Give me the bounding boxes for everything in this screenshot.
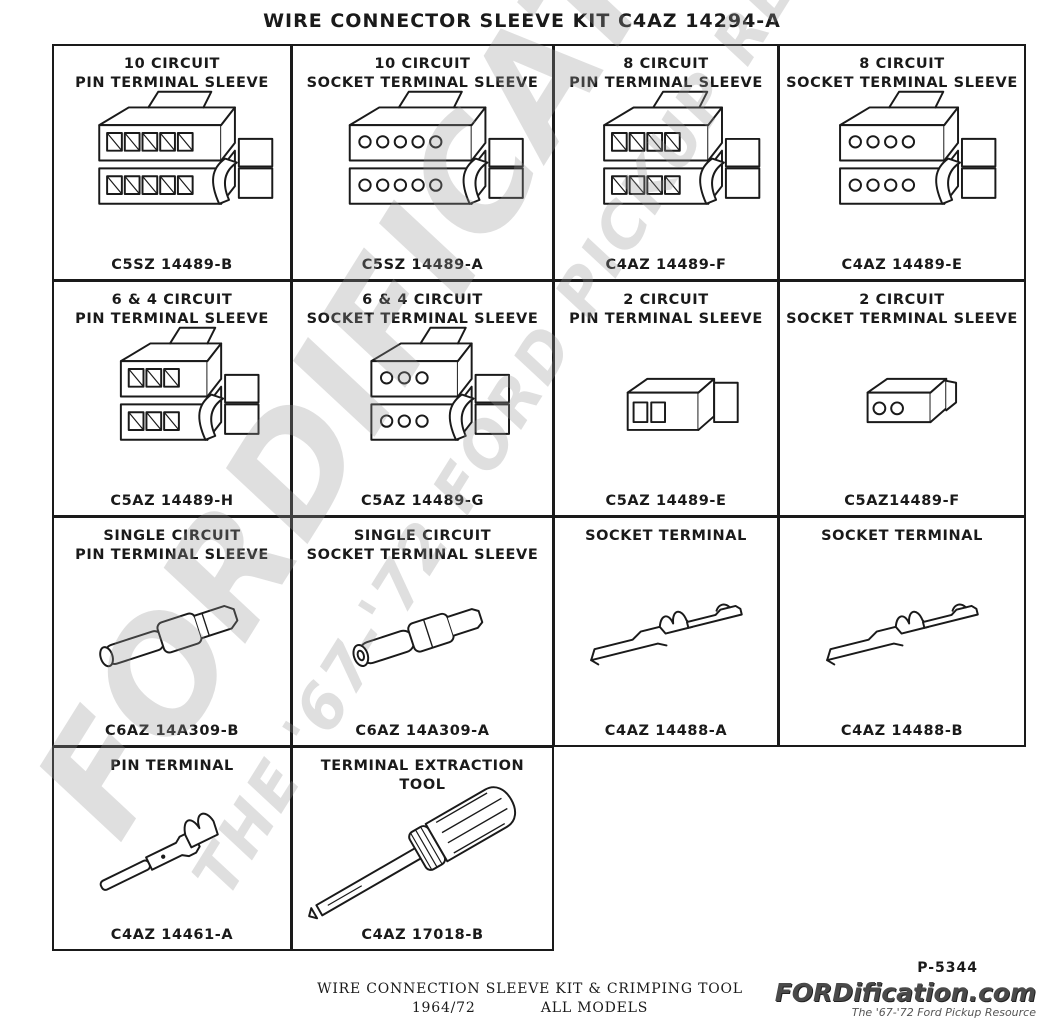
part-label: 2 CIRCUIT SOCKET TERMINAL SLEEVE [786,292,1018,327]
connector-drawing [603,90,761,205]
part-label: 10 CIRCUIT PIN TERMINAL SLEEVE [75,56,269,91]
part-number: C5AZ14489-F [844,493,960,509]
part-number: C5AZ 14489-E [605,493,727,509]
part-number: C4AZ 17018-B [361,927,484,943]
part-label: 6 & 4 CIRCUIT PIN TERMINAL SLEEVE [75,292,269,327]
connector-10-pin-icon [98,90,274,205]
part-cell: SINGLE CIRCUIT PIN TERMINAL SLEEVE C6AZ 1… [52,516,292,747]
tool-drawing [308,786,517,920]
pin-terminal-icon [99,812,219,891]
extraction-tool-icon [308,786,517,920]
connector-8-socket-icon [839,90,997,205]
connector-10-socket-icon [348,90,524,205]
part-cell: TERMINAL EXTRACTION TOOL C4AZ 17018-B [291,746,554,951]
brand-tagline: The '67-'72 Ford Pickup Resource [851,1006,1036,1019]
brand-name: FORDification.com [774,978,1036,1007]
part-number: C4AZ 14488-B [840,723,964,739]
part-cell: PIN TERMINAL C4AZ 14461-A [52,746,292,951]
part-cell: 8 CIRCUIT PIN TERMINAL SLEEVE C4AZ 14489-… [553,44,779,281]
figure-caption: WIRE CONNECTION SLEEVE KIT & CRIMPING TO… [280,980,780,1018]
diagram-title: WIRE CONNECTOR SLEEVE KIT C4AZ 14294-A [263,10,781,32]
part-cell: SOCKET TERMINAL C4AZ 14488-A [553,516,779,747]
sleeve-drawing [99,605,239,668]
part-label: SINGLE CIRCUIT PIN TERMINAL SLEEVE [75,528,269,563]
part-label: PIN TERMINAL [110,758,234,774]
part-cell: 2 CIRCUIT PIN TERMINAL SLEEVE C5AZ 14489-… [553,280,779,517]
connector-drawing [370,326,510,441]
part-number: C5AZ 14489-G [360,493,485,509]
connector-drawing [98,90,274,205]
part-label: 2 CIRCUIT PIN TERMINAL SLEEVE [569,292,763,327]
brand-logo[interactable]: FORDification.com The '67-'72 Ford Picku… [774,978,1036,1020]
connector-6-4-socket-icon [370,326,510,441]
connector-2-pin-icon [626,377,739,431]
part-cell: 10 CIRCUIT SOCKET TERMINAL SLEEVE C5SZ 14… [291,44,554,281]
connector-drawing [626,377,739,431]
part-number: C4AZ 14489-E [841,257,963,273]
part-cell: 6 & 4 CIRCUIT PIN TERMINAL SLEEVE C5AZ 14… [52,280,292,517]
part-number: C4AZ 14488-A [604,723,728,739]
terminal-drawing [99,812,219,891]
part-number: C4AZ 14461-A [110,927,234,943]
part-label: SINGLE CIRCUIT SOCKET TERMINAL SLEEVE [306,528,539,563]
terminal-drawing [826,603,979,666]
connector-drawing [866,377,958,424]
part-label: 8 CIRCUIT SOCKET TERMINAL SLEEVE [786,56,1018,91]
part-label: 6 & 4 CIRCUIT SOCKET TERMINAL SLEEVE [306,292,539,327]
connector-drawing [348,90,524,205]
part-label: 8 CIRCUIT PIN TERMINAL SLEEVE [569,56,763,91]
caption-years: 1964/72 [411,1000,476,1016]
part-label: SOCKET TERMINAL [821,528,983,544]
part-cell: SINGLE CIRCUIT SOCKET TERMINAL SLEEVE C6A… [291,516,554,747]
part-number: C5AZ 14489-H [110,493,234,509]
connector-drawing [119,326,260,441]
figure-code: P-5344 [917,960,978,976]
connector-6-4-pin-icon [119,326,260,441]
connector-8-pin-icon [603,90,761,205]
single-socket-sleeve-icon [352,608,484,667]
connector-2-socket-icon [866,377,958,424]
part-cell: 2 CIRCUIT SOCKET TERMINAL SLEEVE C5AZ1448… [778,280,1026,517]
caption-line-1: WIRE CONNECTION SLEEVE KIT & CRIMPING TO… [317,981,743,997]
sleeve-drawing [352,608,484,667]
part-cell: 6 & 4 CIRCUIT SOCKET TERMINAL SLEEVE C5AZ… [291,280,554,517]
part-label: 10 CIRCUIT SOCKET TERMINAL SLEEVE [306,56,539,91]
connector-drawing [839,90,997,205]
single-pin-sleeve-icon [99,605,239,668]
part-number: C5SZ 14489-B [111,257,233,273]
part-number: C5SZ 14489-A [361,257,484,273]
part-cell: 10 CIRCUIT PIN TERMINAL SLEEVE C5SZ 14489… [52,44,292,281]
part-number: C6AZ 14A309-B [104,723,240,739]
caption-models: ALL MODELS [540,1000,649,1016]
part-number: C4AZ 14489-F [605,257,727,273]
terminal-drawing [590,603,743,666]
socket-terminal-icon [590,603,743,666]
socket-terminal-icon [826,603,979,666]
part-cell: SOCKET TERMINAL C4AZ 14488-B [778,516,1026,747]
part-number: C6AZ 14A309-A [355,723,490,739]
part-label: SOCKET TERMINAL [585,528,747,544]
part-cell: 8 CIRCUIT SOCKET TERMINAL SLEEVE C4AZ 144… [778,44,1026,281]
part-label: TERMINAL EXTRACTION TOOL [320,758,525,793]
